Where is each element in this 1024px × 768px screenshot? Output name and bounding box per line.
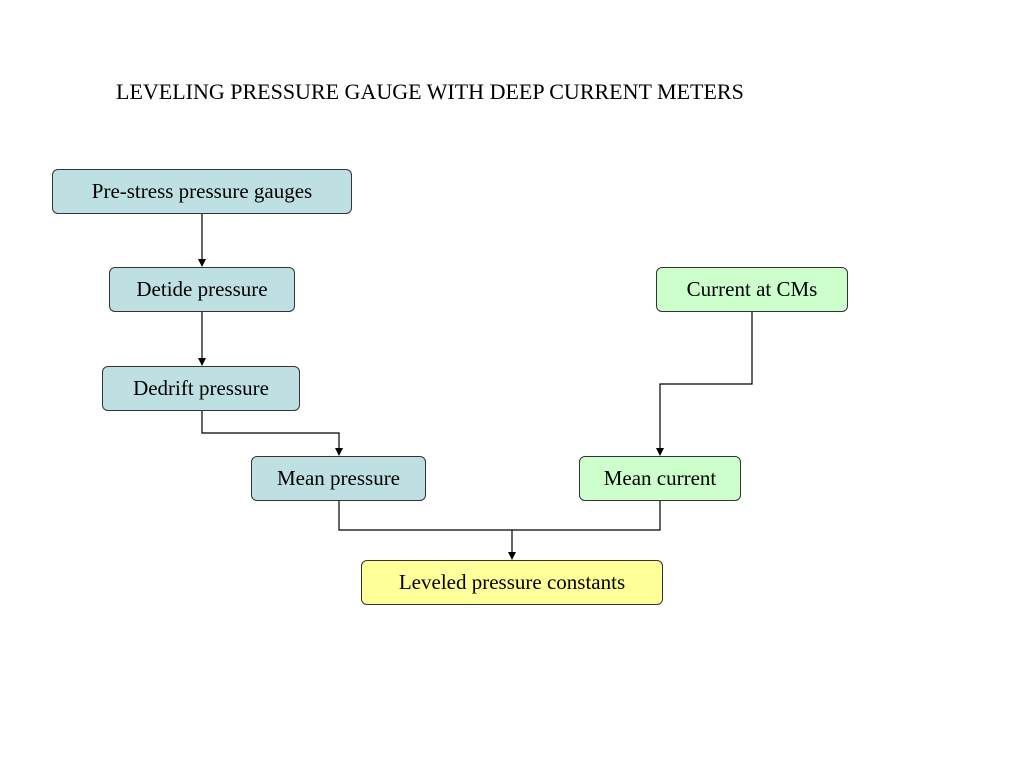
diagram-title: LEVELING PRESSURE GAUGE WITH DEEP CURREN… [116,79,744,104]
node-leveled-pressure-constants: Leveled pressure constants [361,560,663,605]
node-mean-pressure: Mean pressure [251,456,426,501]
node-current-at-cms: Current at CMs [656,267,848,312]
node-prestress-pressure-gauges: Pre-stress pressure gauges [52,169,352,214]
node-mean-current: Mean current [579,456,741,501]
edge-mean-current-to-leveled [512,501,661,531]
node-detide-pressure: Detide pressure [109,267,295,312]
node-dedrift-pressure: Dedrift pressure [102,366,300,411]
edge-mean-pressure-to-leveled [338,501,512,531]
edge-dedrift-to-mean-pressure [201,411,343,456]
edge-current-to-mean-current [656,312,753,456]
